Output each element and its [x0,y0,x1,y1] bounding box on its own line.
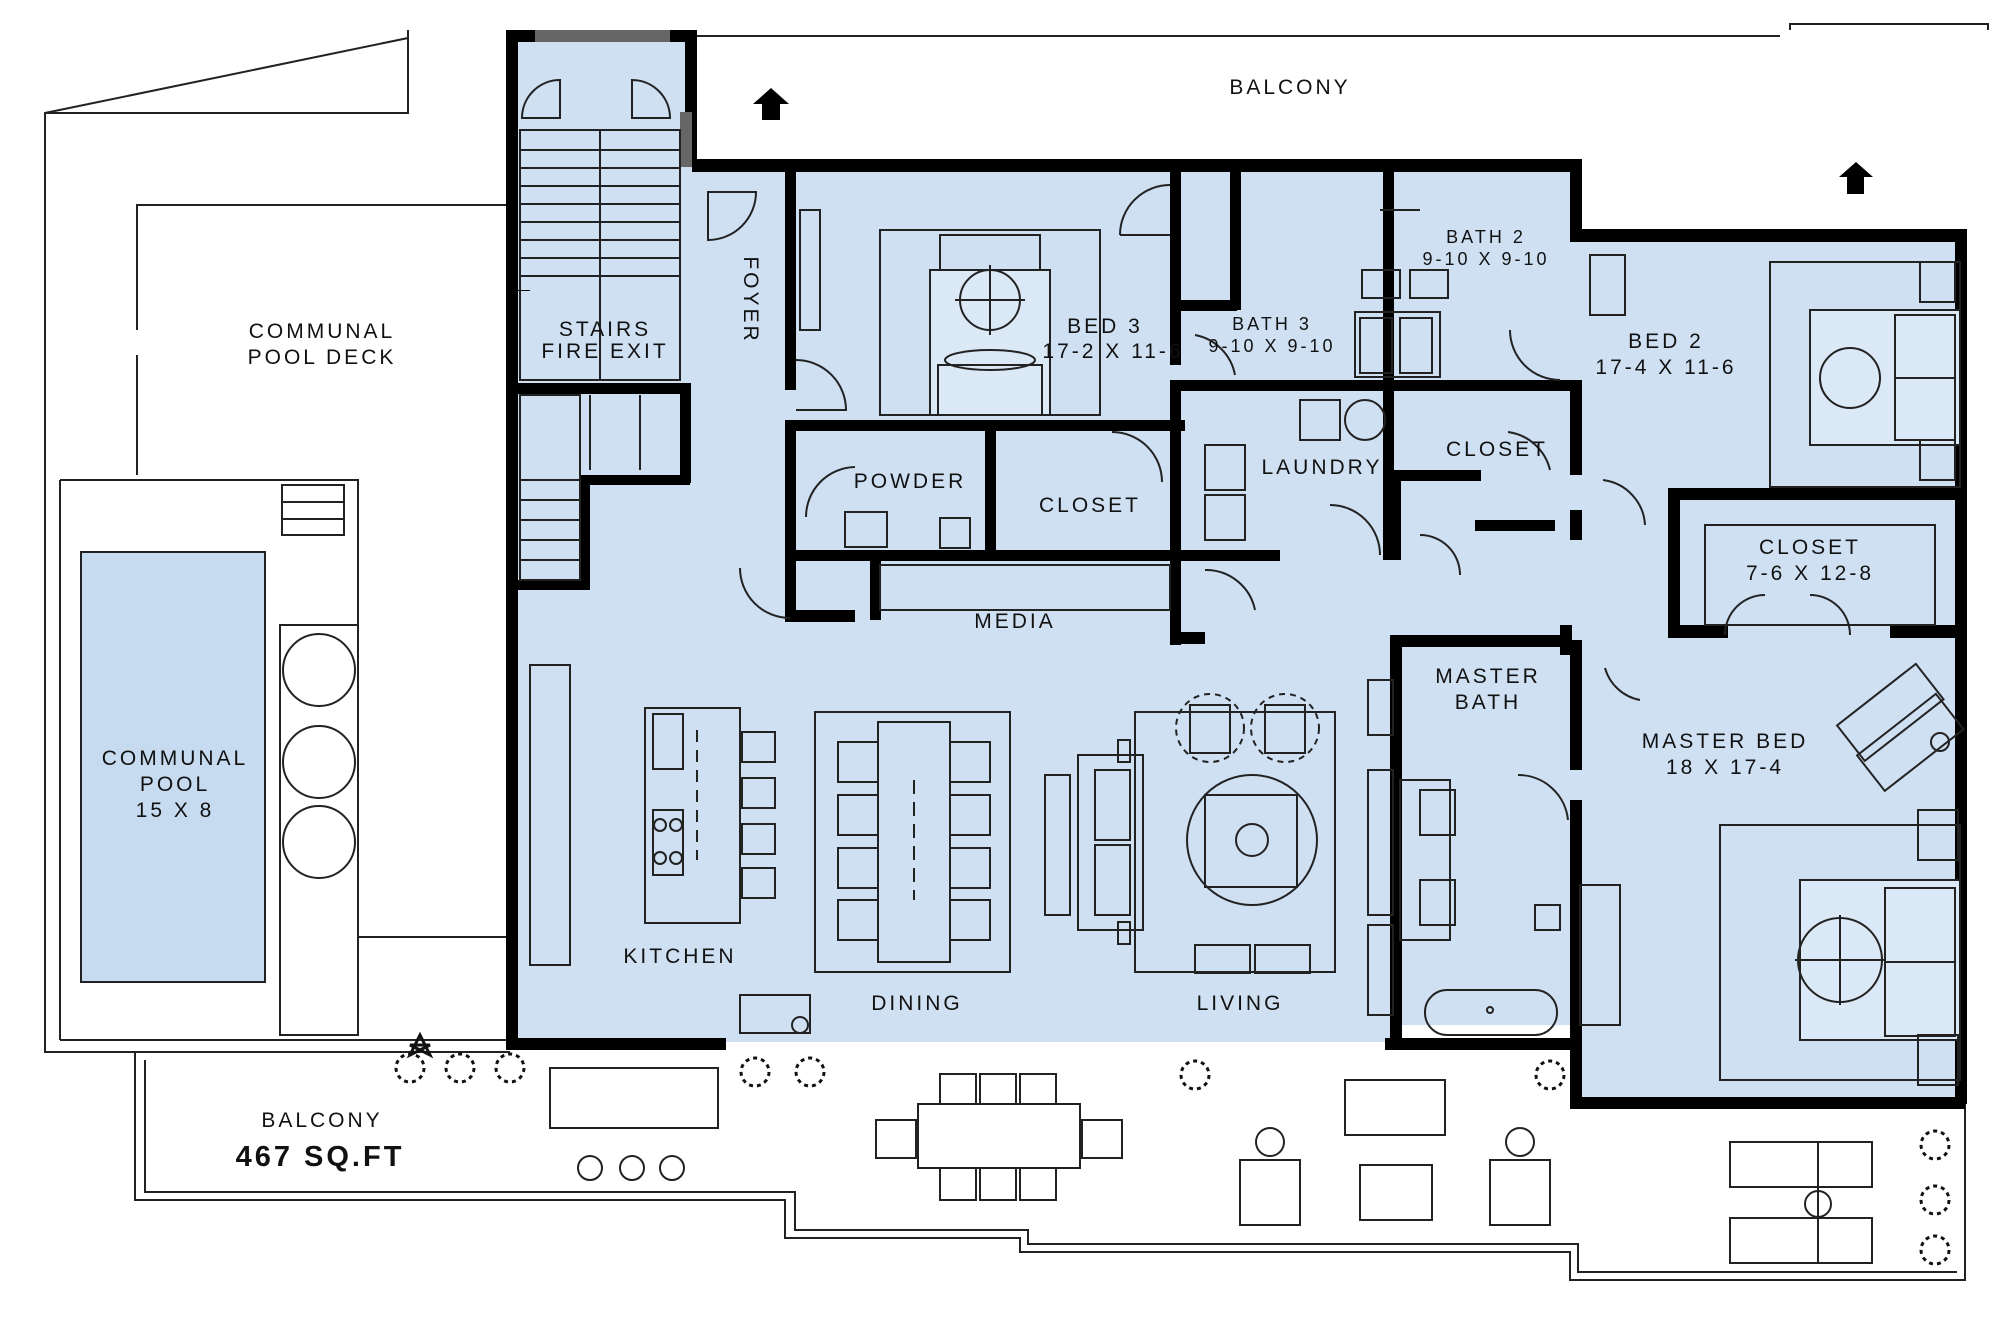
bath2-label-2: 9-10 X 9-10 [1422,249,1549,269]
bath3-label-2: 9-10 X 9-10 [1208,336,1335,356]
communal-pool-label-3: 15 X 8 [136,799,215,822]
powder-label: POWDER [854,470,967,493]
plant-icon [406,1031,434,1059]
balcony-bottom-label: BALCONY [261,1109,382,1132]
bath3-label-1: BATH 3 [1232,314,1312,334]
communal-pool-label-2: POOL [140,773,210,796]
master-bath-label-1: MASTER [1435,665,1541,688]
media-label: MEDIA [974,610,1056,633]
kitchen-label: KITCHEN [623,945,736,968]
balcony-top-label: BALCONY [1229,76,1350,99]
bath2-label-1: BATH 2 [1446,227,1526,247]
bed3-label-1: BED 3 [1067,315,1143,338]
walls [506,30,1967,1109]
north-arrow-icon [753,88,1873,194]
master-bed-label-2: 18 X 17-4 [1666,756,1784,779]
bed3-label-2: 17-2 X 11-6 [1042,340,1183,363]
communal-pool-label-1: COMMUNAL [102,747,249,770]
closet-bed3-label: CLOSET [1039,494,1141,517]
door-swing-icon [707,191,758,242]
closet-bed2-label: CLOSET [1446,438,1548,461]
dining-label: DINING [871,992,963,1015]
doors [707,184,1851,821]
bed2-label-2: 17-4 X 11-6 [1595,356,1736,379]
foyer-label: FOYER [739,256,762,343]
stairs-label-2: FIRE EXIT [541,340,668,363]
furniture [529,209,1965,1264]
room-labels: BALCONY COMMUNAL POOL DECK STAIRS FIRE E… [102,76,1874,1173]
master-bed-label-1: MASTER BED [1642,730,1809,753]
stairs [519,78,681,581]
communal-pool-deck-label-1: COMMUNAL [249,320,396,343]
closet-master-label-1: CLOSET [1759,536,1861,559]
outer-decks [44,23,1989,1281]
laundry-label: LAUNDRY [1262,456,1383,479]
closet-master-label-2: 7-6 X 12-8 [1746,562,1874,585]
stairs-label-1: STAIRS [559,318,651,341]
living-label: LIVING [1197,992,1284,1015]
bed2-label-1: BED 2 [1628,330,1704,353]
communal-pool-deck-label-2: POOL DECK [248,346,397,369]
balcony-area-label: 467 SQ.FT [236,1141,405,1173]
communal-pool-water [80,551,266,983]
master-bath-label-2: BATH [1455,691,1521,714]
plants [394,1031,1951,1266]
